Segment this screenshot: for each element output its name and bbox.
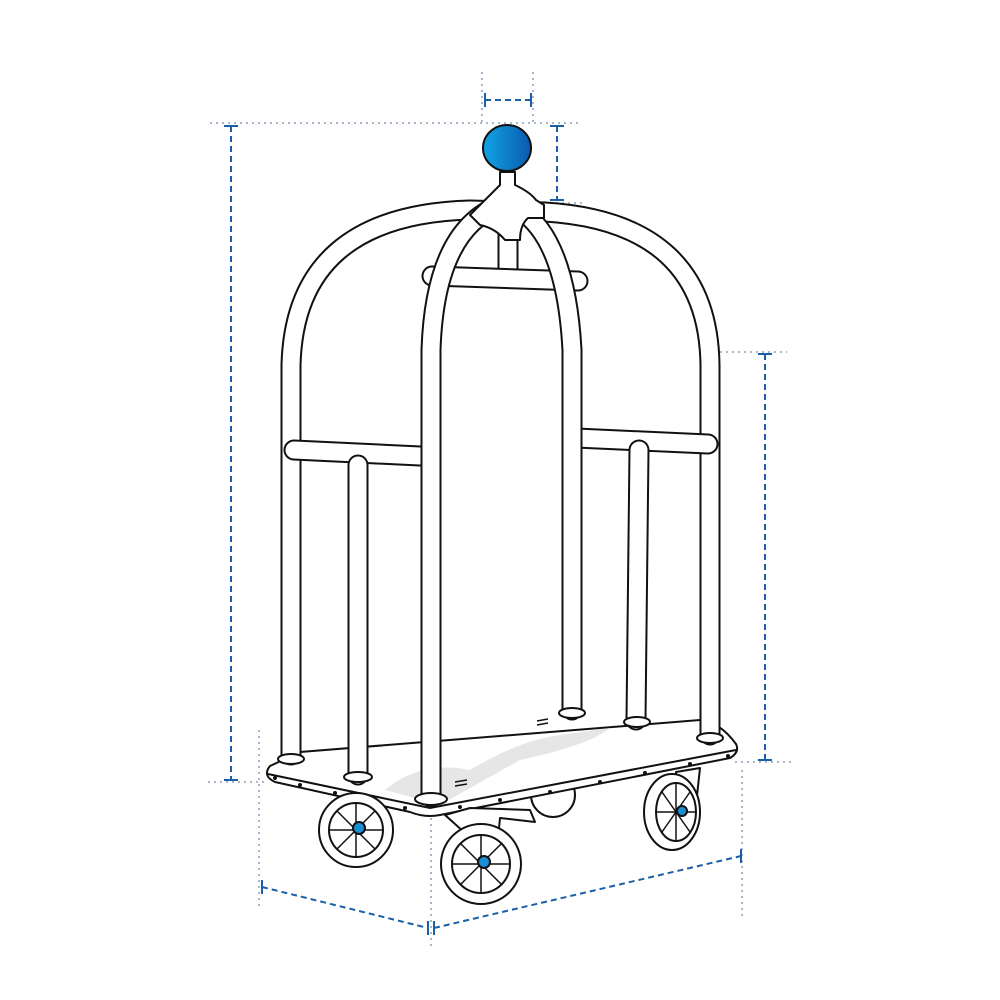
rear-arch xyxy=(280,199,721,766)
extension-lines xyxy=(208,72,792,948)
side-rails xyxy=(277,427,724,786)
knob xyxy=(482,124,532,172)
top-finial xyxy=(469,124,545,241)
hub xyxy=(676,805,688,817)
front-arch xyxy=(414,194,586,808)
dim-width xyxy=(433,855,742,929)
dim-depth xyxy=(261,886,429,929)
wheel-left xyxy=(318,792,394,868)
dimension-lines xyxy=(224,93,772,935)
wheel-right xyxy=(643,767,701,851)
hub xyxy=(352,821,366,835)
hub xyxy=(477,855,491,869)
wheel-front xyxy=(440,807,536,905)
